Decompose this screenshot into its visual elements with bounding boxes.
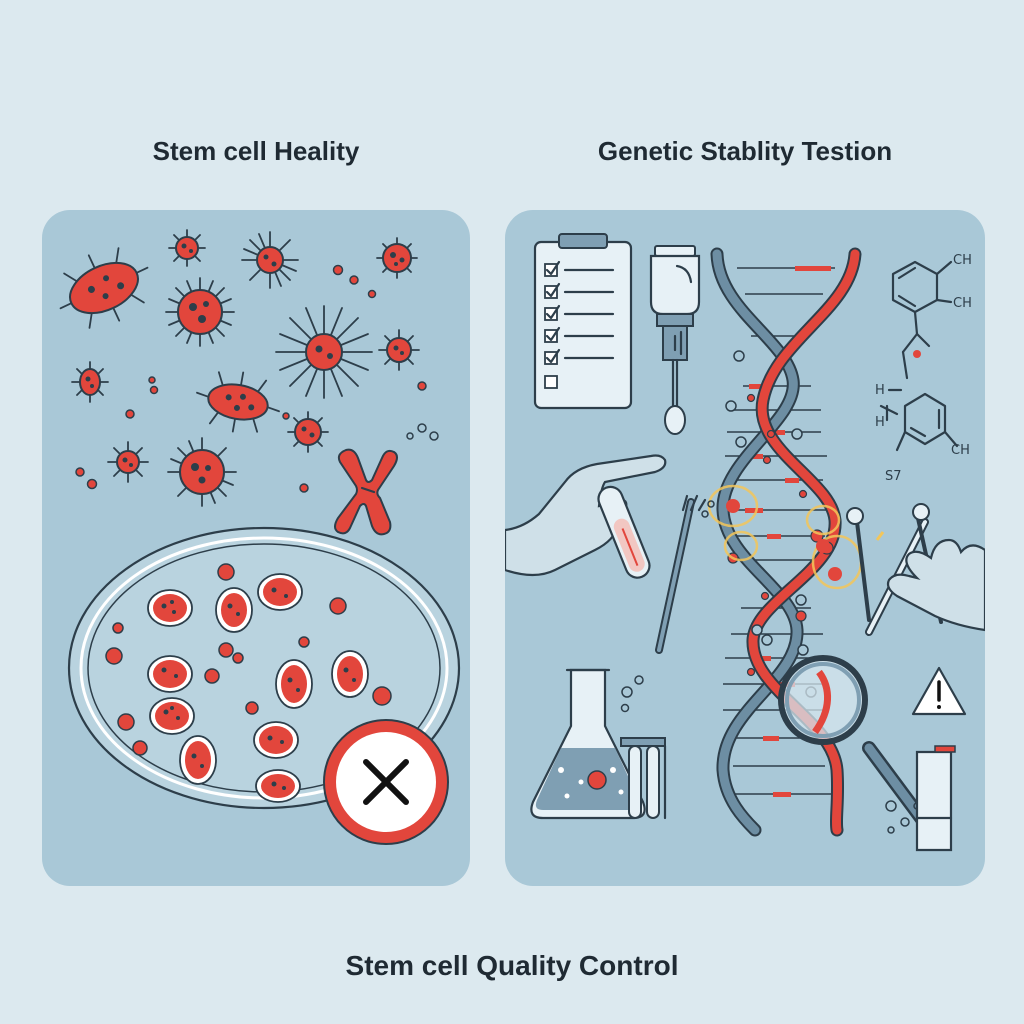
chemical-structure-icon: CH CH H H CH S7 (875, 253, 972, 484)
sample-vial-icon (649, 245, 701, 435)
contamination-illustration (59, 229, 461, 845)
stem-cell-health-panel (42, 210, 470, 886)
chromosome-icon (334, 448, 398, 536)
chem-label: H (875, 383, 885, 398)
virus-icon (167, 437, 237, 507)
bacteria-icon (196, 371, 280, 433)
chem-label: S7 (885, 469, 902, 484)
scattered-particles (75, 264, 439, 493)
chem-label: CH (951, 443, 970, 458)
tweezers-icon (655, 494, 715, 654)
genetic-stability-panel: CH CH H H CH S7 (505, 210, 985, 886)
magnifying-glass-icon (778, 655, 934, 834)
hand-with-test-tube-icon (505, 454, 667, 579)
virus-icon (378, 329, 420, 371)
petri-dish-icon (67, 526, 461, 810)
warning-triangle-icon (911, 666, 967, 716)
virus-icon (287, 411, 329, 453)
test-tube-rack-icon (620, 737, 667, 820)
footer-caption: Stem cell Quality Control (345, 950, 679, 981)
virus-icon (165, 277, 235, 347)
virus-icon (275, 305, 373, 399)
virus-icon (241, 231, 299, 289)
hand-with-pipette-icon (846, 503, 985, 636)
beaker-icon (915, 745, 956, 852)
chem-label: CH (953, 296, 972, 311)
left-panel-title: Stem cell Heality (152, 136, 360, 166)
testing-illustration: CH CH H H CH S7 (505, 233, 985, 852)
reject-x-icon (323, 719, 449, 845)
chem-label: CH (953, 253, 972, 268)
virus-icon (107, 441, 149, 483)
virus-icon (376, 237, 418, 279)
bacteria-icon (59, 247, 149, 329)
chem-label: H (875, 415, 885, 430)
virus-icon (168, 229, 206, 267)
right-panel-title: Genetic Stablity Testion (597, 136, 893, 166)
dna-helix-icon (707, 247, 863, 837)
clipboard-checklist-icon (533, 233, 633, 410)
virus-icon (71, 361, 109, 403)
